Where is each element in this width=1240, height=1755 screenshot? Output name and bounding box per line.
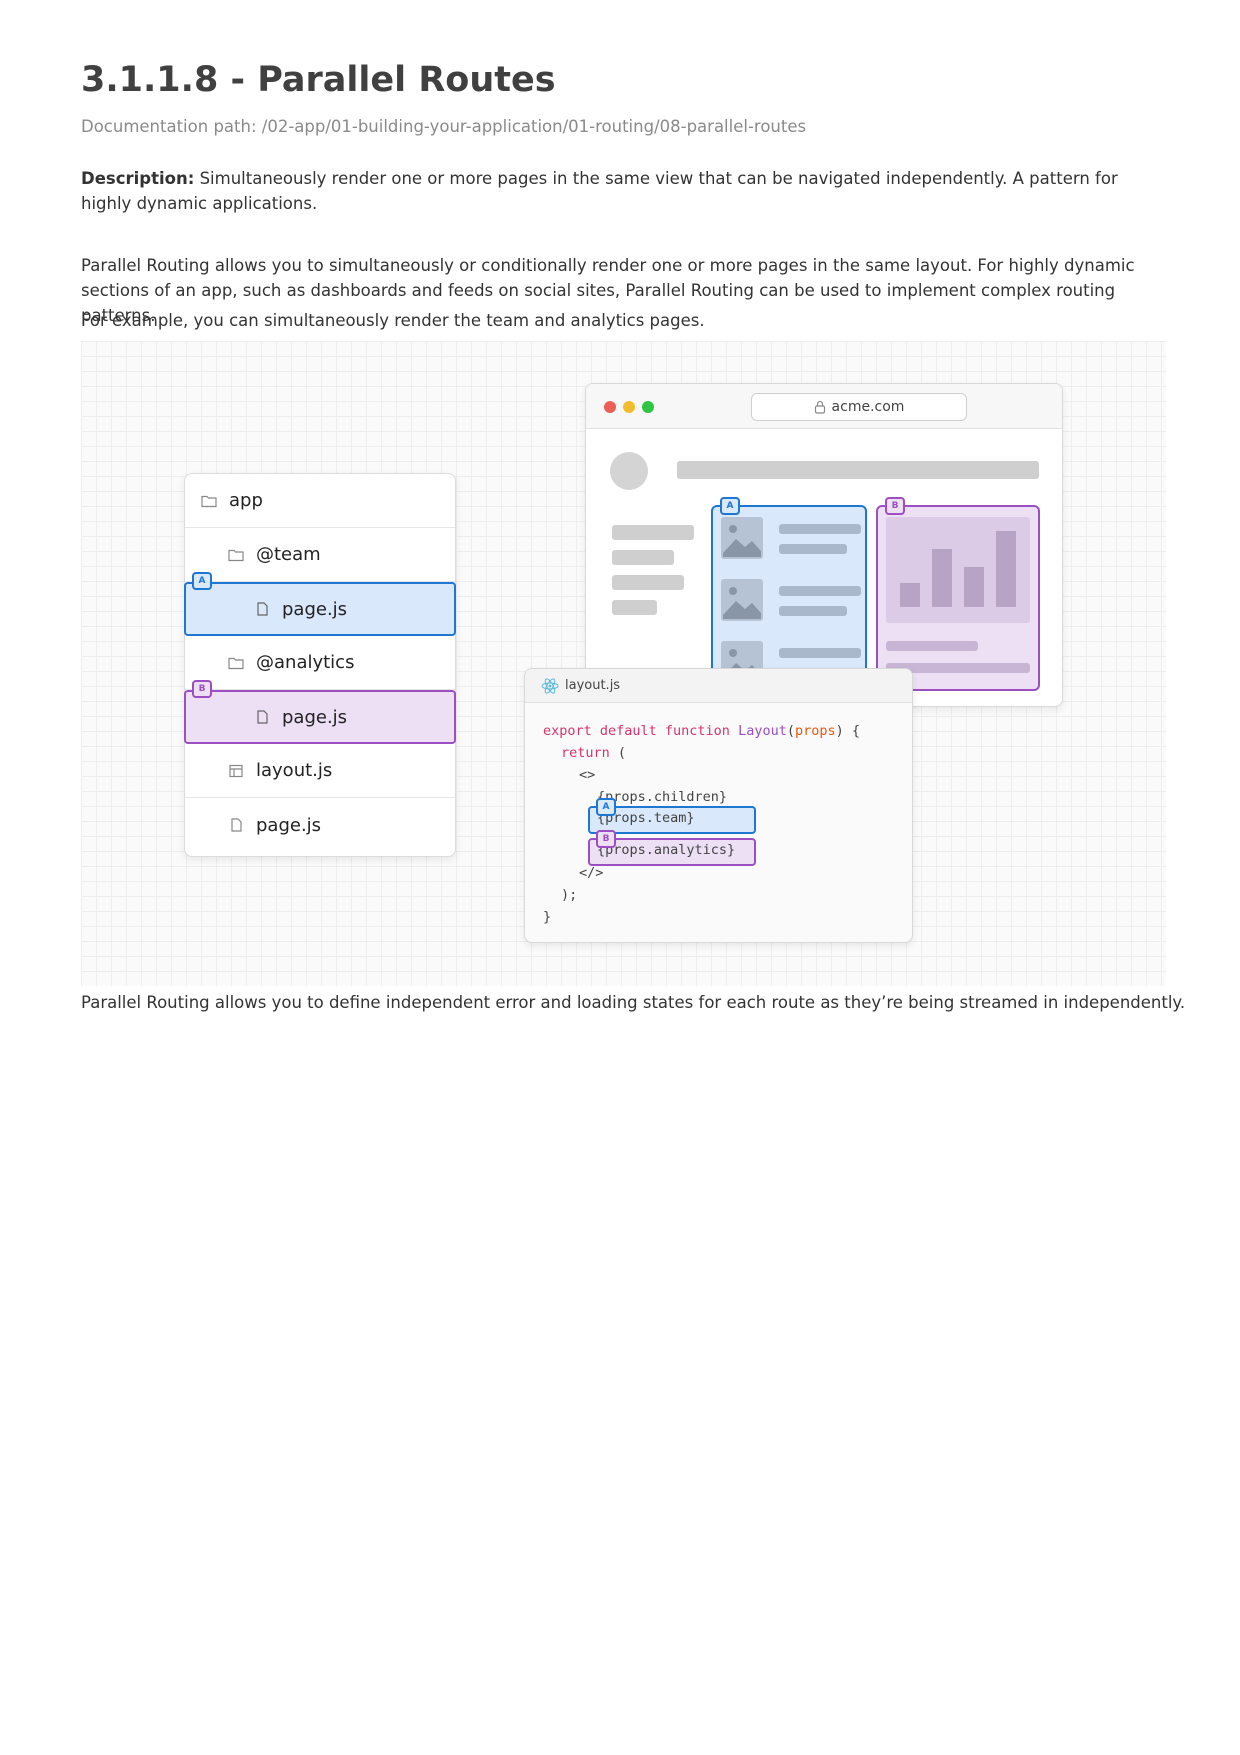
example-paragraph: For example, you can simultaneously rend… bbox=[81, 311, 705, 330]
closing-paragraph: Parallel Routing allows you to define in… bbox=[81, 993, 1186, 1012]
description-text: Simultaneously render one or more pages … bbox=[81, 169, 1118, 213]
team-text-bar bbox=[779, 586, 861, 596]
sidebar-placeholder-bar bbox=[612, 525, 694, 540]
file-icon bbox=[257, 710, 268, 724]
minimize-dot-icon bbox=[623, 401, 635, 413]
badge-a: A bbox=[596, 798, 616, 816]
code-line-4: {props.children} bbox=[597, 789, 728, 805]
analytics-prop-highlight bbox=[588, 838, 756, 866]
avatar-placeholder bbox=[610, 452, 648, 490]
editor-filename: layout.js bbox=[565, 678, 621, 693]
team-text-bar bbox=[779, 524, 861, 534]
url-bar: acme.com bbox=[751, 393, 967, 421]
sidebar-placeholder-bar bbox=[612, 550, 674, 565]
sidebar-placeholder-bar bbox=[612, 575, 684, 590]
tree-row-team-page: page.js bbox=[184, 582, 456, 636]
code-paren-open: ( bbox=[786, 723, 795, 739]
description-label: Description: bbox=[81, 169, 195, 188]
code-line-9: } bbox=[543, 909, 552, 925]
layout-icon bbox=[229, 764, 243, 777]
file-tree: app @team page.js A @analytics page.js B bbox=[184, 473, 456, 857]
code-keyword: export default function bbox=[543, 723, 730, 739]
tree-label-app: app bbox=[229, 490, 263, 511]
tree-row-team: @team bbox=[185, 528, 455, 582]
folder-icon bbox=[228, 657, 244, 669]
badge-a: A bbox=[192, 572, 212, 590]
code-line-5: {props.team} bbox=[597, 810, 695, 826]
page-title: 3.1.1.8 - Parallel Routes bbox=[81, 60, 556, 100]
lock-icon bbox=[814, 400, 825, 414]
maximize-dot-icon bbox=[642, 401, 654, 413]
badge-b: B bbox=[885, 497, 905, 515]
tree-row-layout: layout.js bbox=[185, 744, 455, 798]
editor-tab: layout.js bbox=[525, 669, 912, 703]
header-placeholder-bar bbox=[677, 461, 1039, 479]
code-line-8: ); bbox=[561, 887, 578, 903]
code-keyword: return bbox=[561, 745, 610, 761]
badge-b: B bbox=[596, 830, 616, 848]
code-line-6: {props.analytics} bbox=[597, 842, 736, 858]
tree-label-page: page.js bbox=[256, 814, 322, 836]
badge-b: B bbox=[192, 680, 212, 698]
tree-label-analytics: @analytics bbox=[256, 652, 355, 673]
code-editor: layout.js export default function Layout… bbox=[524, 668, 913, 943]
code-paren: ( bbox=[609, 745, 627, 761]
code-function-name: Layout bbox=[738, 723, 787, 739]
tree-label-layout: layout.js bbox=[256, 760, 333, 781]
tree-row-analytics: @analytics bbox=[185, 636, 455, 690]
team-text-bar bbox=[779, 544, 847, 554]
url-text: acme.com bbox=[831, 399, 905, 415]
analytics-text-bar bbox=[886, 641, 978, 651]
intro-paragraph: Parallel Routing allows you to simultane… bbox=[81, 256, 1135, 325]
description: Description: Simultaneously render one o… bbox=[81, 166, 1161, 216]
tree-row-analytics-page: page.js bbox=[184, 690, 456, 744]
team-prop-highlight bbox=[588, 806, 756, 834]
folder-icon bbox=[228, 549, 244, 561]
code-param: props bbox=[795, 723, 836, 739]
close-dot-icon bbox=[604, 401, 616, 413]
code-line-2: return ( bbox=[561, 745, 626, 761]
code-line-7: </> bbox=[579, 865, 604, 881]
sidebar-placeholder-bar bbox=[612, 600, 657, 615]
code-line-1: export default function Layout(props) { bbox=[543, 723, 860, 739]
bar-chart-icon bbox=[900, 531, 1016, 607]
react-icon bbox=[541, 677, 559, 694]
image-placeholder-icon bbox=[721, 517, 763, 559]
browser-toolbar: acme.com bbox=[586, 384, 1062, 429]
tree-row-page: page.js bbox=[185, 798, 455, 852]
analytics-text-bar bbox=[886, 663, 1030, 673]
team-text-bar bbox=[779, 606, 847, 616]
tree-row-app: app bbox=[185, 474, 455, 528]
documentation-path: Documentation path: /02-app/01-building-… bbox=[81, 117, 807, 136]
folder-icon bbox=[201, 495, 217, 507]
browser-window: acme.com A bbox=[585, 383, 1063, 707]
tree-label-team: @team bbox=[256, 544, 321, 565]
chart-area bbox=[886, 517, 1030, 623]
file-icon bbox=[231, 818, 242, 832]
file-icon bbox=[257, 602, 268, 616]
tree-label-analytics-page: page.js bbox=[282, 706, 348, 728]
tree-label-team-page: page.js bbox=[282, 598, 348, 620]
badge-a: A bbox=[720, 497, 740, 515]
image-placeholder-icon bbox=[721, 579, 763, 621]
analytics-slot bbox=[876, 505, 1040, 691]
parallel-routes-diagram: app @team page.js A @analytics page.js B bbox=[81, 341, 1166, 986]
code-paren-close: ) { bbox=[835, 723, 861, 739]
code-line-3: <> bbox=[579, 767, 596, 783]
team-text-bar bbox=[779, 648, 861, 658]
